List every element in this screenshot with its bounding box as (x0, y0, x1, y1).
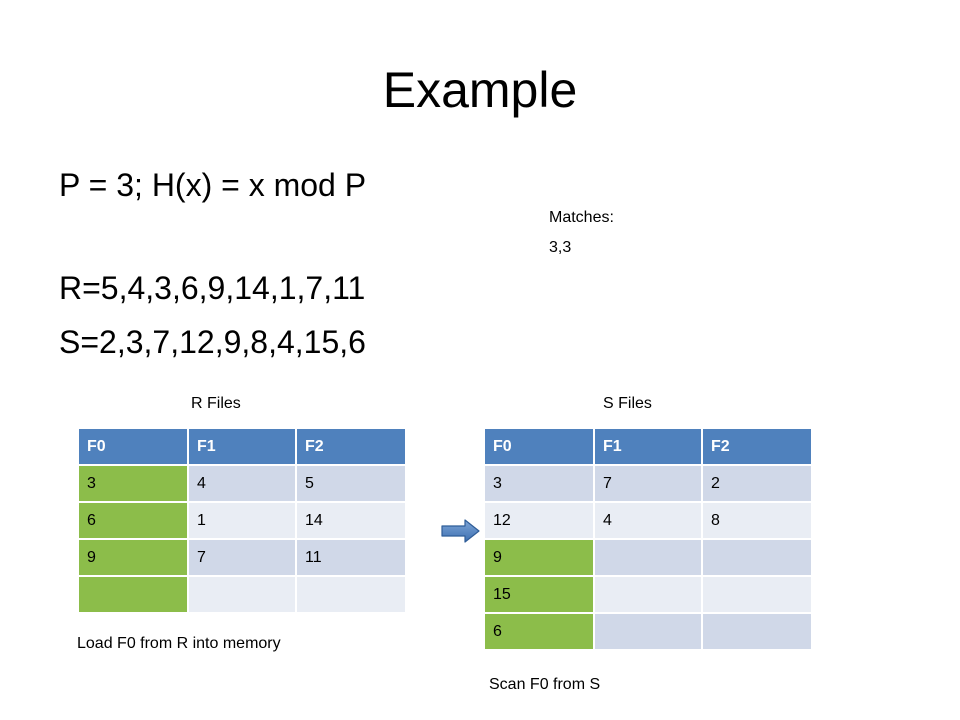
table-cell: 8 (701, 501, 813, 540)
table-header-row: F0 F1 F2 (77, 427, 407, 466)
slide-title: Example (382, 62, 578, 118)
table-row: 6 (483, 612, 813, 651)
table-cell: 2 (701, 464, 813, 503)
table-cell: 11 (295, 538, 407, 577)
table-cell: 15 (483, 575, 595, 614)
r-files-note: Load F0 from R into memory (77, 635, 281, 652)
relation-r-line: R=5,4,3,6,9,14,1,7,11 (59, 270, 366, 306)
relation-s-line: S=2,3,7,12,9,8,4,15,6 (59, 324, 366, 360)
matches-value: 3,3 (549, 239, 572, 256)
matches-label: Matches: (549, 209, 614, 226)
s-files-table: F0 F1 F2 3 7 2 12 4 8 9 15 6 (483, 427, 813, 651)
table-cell: 3 (483, 464, 595, 503)
table-row: 15 (483, 575, 813, 614)
table-row: 3 4 5 (77, 464, 407, 503)
header-cell: F1 (187, 427, 297, 466)
table-row (77, 575, 407, 614)
table-cell: 3 (77, 464, 189, 503)
table-cell (295, 575, 407, 614)
table-cell: 7 (593, 464, 703, 503)
table-cell: 1 (187, 501, 297, 540)
s-files-note: Scan F0 from S (489, 676, 601, 693)
header-cell: F2 (295, 427, 407, 466)
table-cell (701, 575, 813, 614)
header-cell: F2 (701, 427, 813, 466)
r-files-table: F0 F1 F2 3 4 5 6 1 14 9 7 11 (77, 427, 407, 614)
table-cell: 4 (187, 464, 297, 503)
table-row: 3 7 2 (483, 464, 813, 503)
table-cell (77, 575, 189, 614)
header-cell: F1 (593, 427, 703, 466)
table-row: 6 1 14 (77, 501, 407, 540)
table-cell: 4 (593, 501, 703, 540)
table-cell (593, 612, 703, 651)
header-cell: F0 (483, 427, 595, 466)
table-header-row: F0 F1 F2 (483, 427, 813, 466)
table-cell (701, 612, 813, 651)
right-arrow-icon (441, 519, 480, 543)
r-files-caption: R Files (191, 395, 241, 412)
table-cell: 12 (483, 501, 595, 540)
table-cell (593, 538, 703, 577)
table-cell: 7 (187, 538, 297, 577)
table-row: 12 4 8 (483, 501, 813, 540)
hash-function-line: P = 3; H(x) = x mod P (59, 167, 367, 203)
table-row: 9 (483, 538, 813, 577)
table-cell: 14 (295, 501, 407, 540)
table-cell: 5 (295, 464, 407, 503)
table-cell (593, 575, 703, 614)
table-cell: 6 (77, 501, 189, 540)
table-cell: 9 (77, 538, 189, 577)
table-cell: 9 (483, 538, 595, 577)
header-cell: F0 (77, 427, 189, 466)
table-cell (187, 575, 297, 614)
table-row: 9 7 11 (77, 538, 407, 577)
table-cell (701, 538, 813, 577)
s-files-caption: S Files (603, 395, 652, 412)
table-cell: 6 (483, 612, 595, 651)
